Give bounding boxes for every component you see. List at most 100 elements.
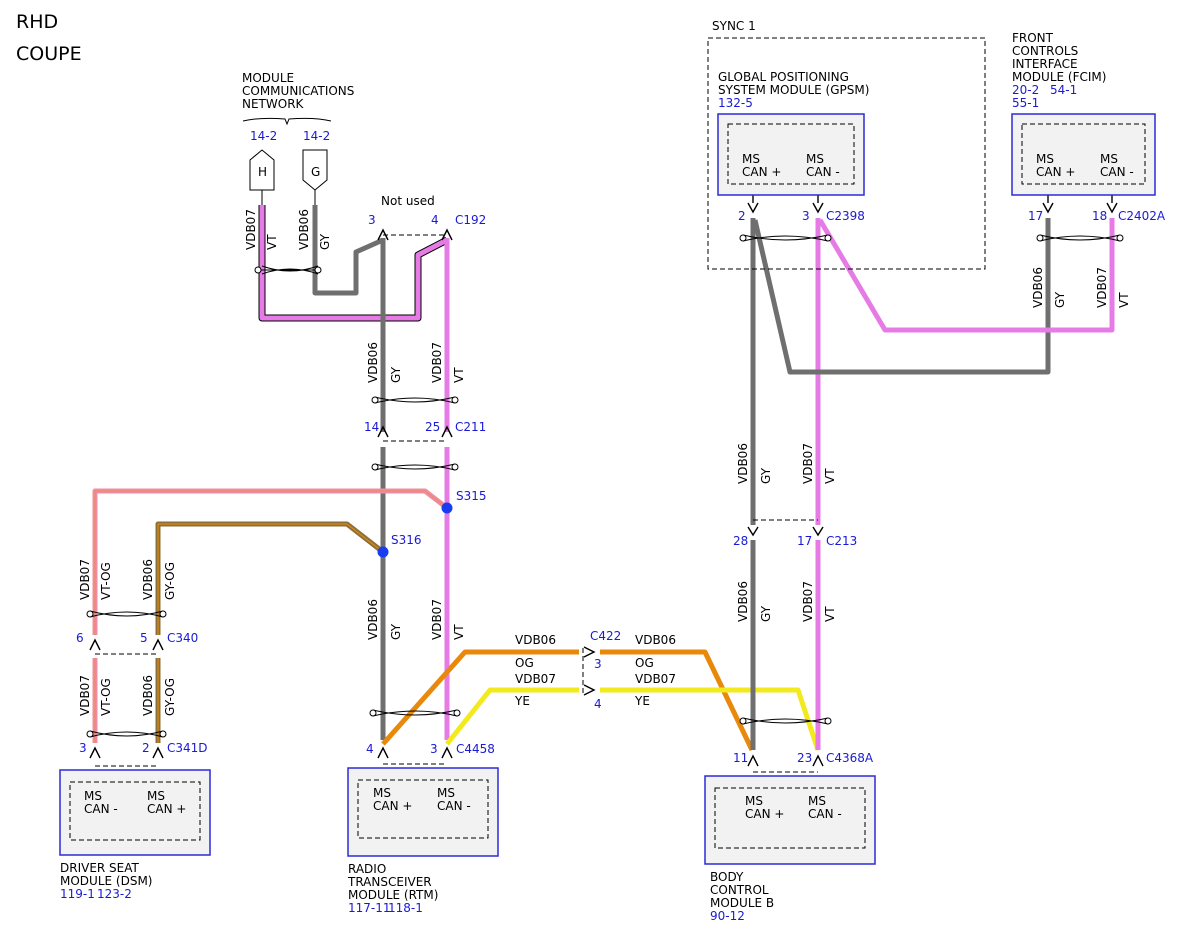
- network-label-2: COMMUNICATIONS: [242, 84, 354, 98]
- c213-cavity-b: 17: [797, 534, 812, 548]
- wl-bcm-vt: VT: [823, 606, 837, 622]
- wire-ye-c422-bcm: [600, 687, 821, 751]
- wl-c422-right-vdb07: VDB07: [635, 672, 676, 686]
- wl-bcm-gy: GY: [759, 605, 773, 622]
- rtm-ref-2: 118-1: [388, 901, 423, 915]
- wl-c422-right-ye: YE: [634, 694, 650, 708]
- c213-cavity-a: 28: [733, 534, 748, 548]
- wl-c422-right-vdb06: VDB06: [635, 633, 676, 647]
- rtm-label-3: MODULE (RTM): [348, 888, 438, 902]
- c4368a-name: C4368A: [826, 751, 874, 765]
- wire-ye-rtm-c422: [445, 687, 579, 746]
- network-brace: [242, 117, 332, 126]
- wl-dsm2-vtog: VT-OG: [99, 678, 113, 716]
- c4458-name: C4458: [456, 742, 495, 756]
- wl-dsm2-vdb07: VDB07: [78, 675, 92, 716]
- dsm-label-2: MODULE (DSM): [60, 874, 152, 888]
- network-block: MODULE COMMUNICATIONS NETWORK 14-2 14-2 …: [242, 71, 354, 205]
- wl-c422-left-og: OG: [515, 656, 534, 670]
- wl-dsm2-vdb06: VDB06: [141, 675, 155, 716]
- rtm-label-1: RADIO: [348, 862, 386, 876]
- bcm-inner-box: [714, 787, 866, 849]
- wire-gy-og-s316: [155, 521, 385, 635]
- wl-gpsm-gy: GY: [759, 467, 773, 484]
- wl-rtm-vdb06: VDB06: [366, 599, 380, 640]
- gpsm-module-box: [717, 113, 865, 196]
- rtm-pin-b-2: CAN -: [437, 799, 471, 813]
- wl-rtm-vt: VT: [452, 624, 466, 640]
- wl-fcim-vdb06: VDB06: [1031, 267, 1045, 308]
- gpsm-pin-b-1: MS: [806, 152, 824, 166]
- gpsm-ref: 132-5: [718, 96, 753, 110]
- gpsm-pin-b-2: CAN -: [806, 165, 840, 179]
- wl-c422-left-vdb06: VDB06: [515, 633, 556, 647]
- wl-dsm1-vdb06: VDB06: [141, 559, 155, 600]
- rtm-pin-b-1: MS: [437, 786, 455, 800]
- twist-symbols: [86, 234, 1124, 738]
- wl-gpsm-vdb07: VDB07: [801, 443, 815, 484]
- wl-net-gy: GY: [318, 233, 332, 250]
- fcim-module-box: [1011, 113, 1156, 196]
- bcm-label-3: MODULE B: [710, 896, 774, 910]
- fcim-pin-b-1: MS: [1100, 152, 1118, 166]
- s315-label: S315: [456, 489, 487, 503]
- wl-net-vdb07: VDB07: [244, 209, 258, 250]
- dsm-module-box: [59, 769, 211, 856]
- wl-dsm1-vtog: VT-OG: [99, 562, 113, 600]
- wl-c192-vdb07: VDB07: [430, 342, 444, 383]
- dsm-pin-b-2: CAN +: [147, 802, 186, 816]
- rtm-module-box: [347, 767, 499, 857]
- twist-dsm-2: [86, 730, 167, 738]
- title-rhd: RHD: [16, 11, 58, 33]
- c211-cavity-a: 14: [364, 420, 379, 434]
- wl-gpsm-vdb06: VDB06: [736, 443, 750, 484]
- bcm-module-box: [704, 775, 876, 865]
- rtm-inner-box: [357, 779, 489, 839]
- twist-rtm: [369, 709, 461, 717]
- gpsm-cavity-a: 2: [738, 209, 746, 223]
- fcim-pin-b-2: CAN -: [1100, 165, 1134, 179]
- wl-c192-vdb06: VDB06: [366, 342, 380, 383]
- c4458-cavity-a: 4: [366, 742, 374, 756]
- rtm-label-2: TRANSCEIVER: [347, 875, 432, 889]
- wire-network-gy: [312, 205, 385, 296]
- dsm-inner-box: [69, 781, 201, 841]
- gpsm-cavity-b: 3: [802, 209, 810, 223]
- gpsm-label-2: SYSTEM MODULE (GPSM): [718, 83, 869, 97]
- wire-vt-gpsm-fcim: [817, 218, 1115, 333]
- dsm-pin-a-1: MS: [84, 789, 102, 803]
- dsm-pin-a-2: CAN -: [84, 802, 118, 816]
- wl-c422-right-og: OG: [635, 656, 654, 670]
- twist-fcim: [1036, 234, 1124, 242]
- title-coupe: COUPE: [16, 43, 82, 65]
- bcm-ref: 90-12: [710, 909, 745, 923]
- fcim-ref-1: 20-2: [1012, 83, 1039, 97]
- twist-bcm: [739, 717, 832, 725]
- network-g-connector: [302, 149, 328, 191]
- wl-fcim-gy: GY: [1053, 291, 1067, 308]
- gpsm-connector: C2398: [826, 209, 865, 223]
- wl-c192-gy: GY: [389, 366, 403, 383]
- c4368a-cavity-b: 23: [797, 751, 812, 765]
- fcim-label-2: CONTROLS: [1012, 44, 1078, 58]
- bcm-pin-b-2: CAN -: [808, 807, 842, 821]
- wl-fcim-vt: VT: [1117, 292, 1131, 308]
- wires: [92, 205, 1115, 752]
- twist-gpsm: [739, 234, 832, 242]
- wl-bcm-vdb07: VDB07: [801, 581, 815, 622]
- c341d-cavity-b: 2: [142, 741, 150, 755]
- wire-og-c422-bcm: [600, 649, 755, 752]
- fcim-cavity-b: 18: [1092, 209, 1107, 223]
- splice-s315-dot: [441, 502, 453, 514]
- gpsm-pin-a-1: MS: [742, 152, 760, 166]
- wl-fcim-vdb07: VDB07: [1095, 267, 1109, 308]
- fcim-pin-a-1: MS: [1036, 152, 1054, 166]
- network-g-letter: G: [311, 165, 320, 179]
- dsm-ref-1: 119-1: [60, 887, 95, 901]
- rtm-ref-1: 117-11: [348, 901, 391, 915]
- twist-network: [254, 265, 322, 275]
- c340-cavity-a: 6: [76, 631, 84, 645]
- c341d-name: C341D: [167, 741, 208, 755]
- fcim-ref-2: 54-1: [1050, 83, 1077, 97]
